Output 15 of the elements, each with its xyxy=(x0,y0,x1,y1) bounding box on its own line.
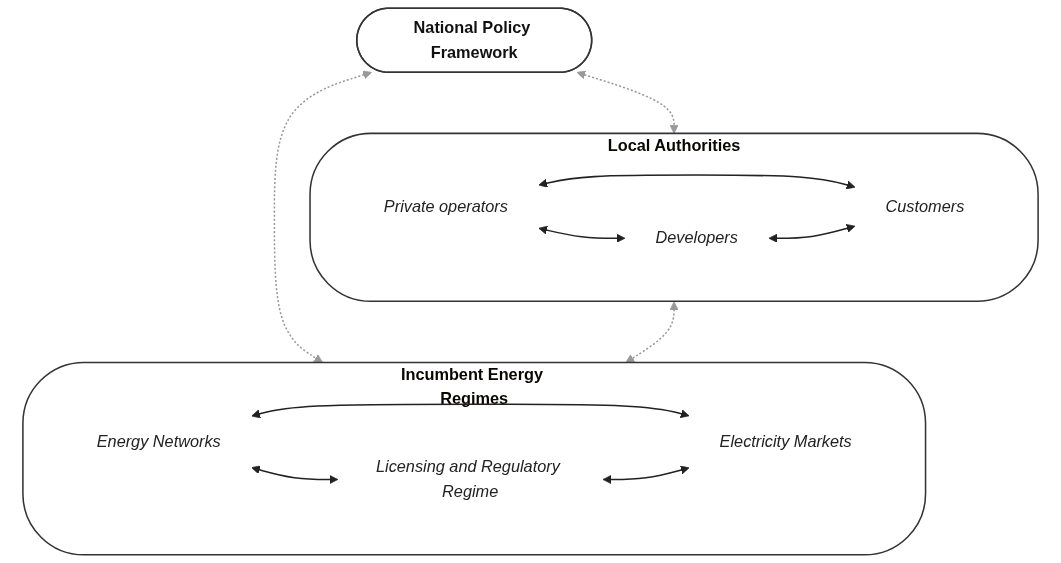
arrow xyxy=(251,403,690,419)
node-text: Electricity Markets xyxy=(719,432,852,450)
node-text: Private operators xyxy=(383,197,508,215)
node-text: Customers xyxy=(885,197,965,215)
arrow xyxy=(273,70,372,363)
node-text: Developers xyxy=(655,229,738,247)
arrow xyxy=(538,174,856,190)
arrow xyxy=(538,225,626,243)
arrow xyxy=(768,224,856,243)
arrow xyxy=(251,465,339,484)
arrow xyxy=(625,301,679,363)
node-text: Energy Networks xyxy=(96,432,221,450)
arrow xyxy=(576,70,679,134)
arrow xyxy=(602,465,690,484)
node-text: Licensing and Regulatory Regime xyxy=(375,458,560,500)
